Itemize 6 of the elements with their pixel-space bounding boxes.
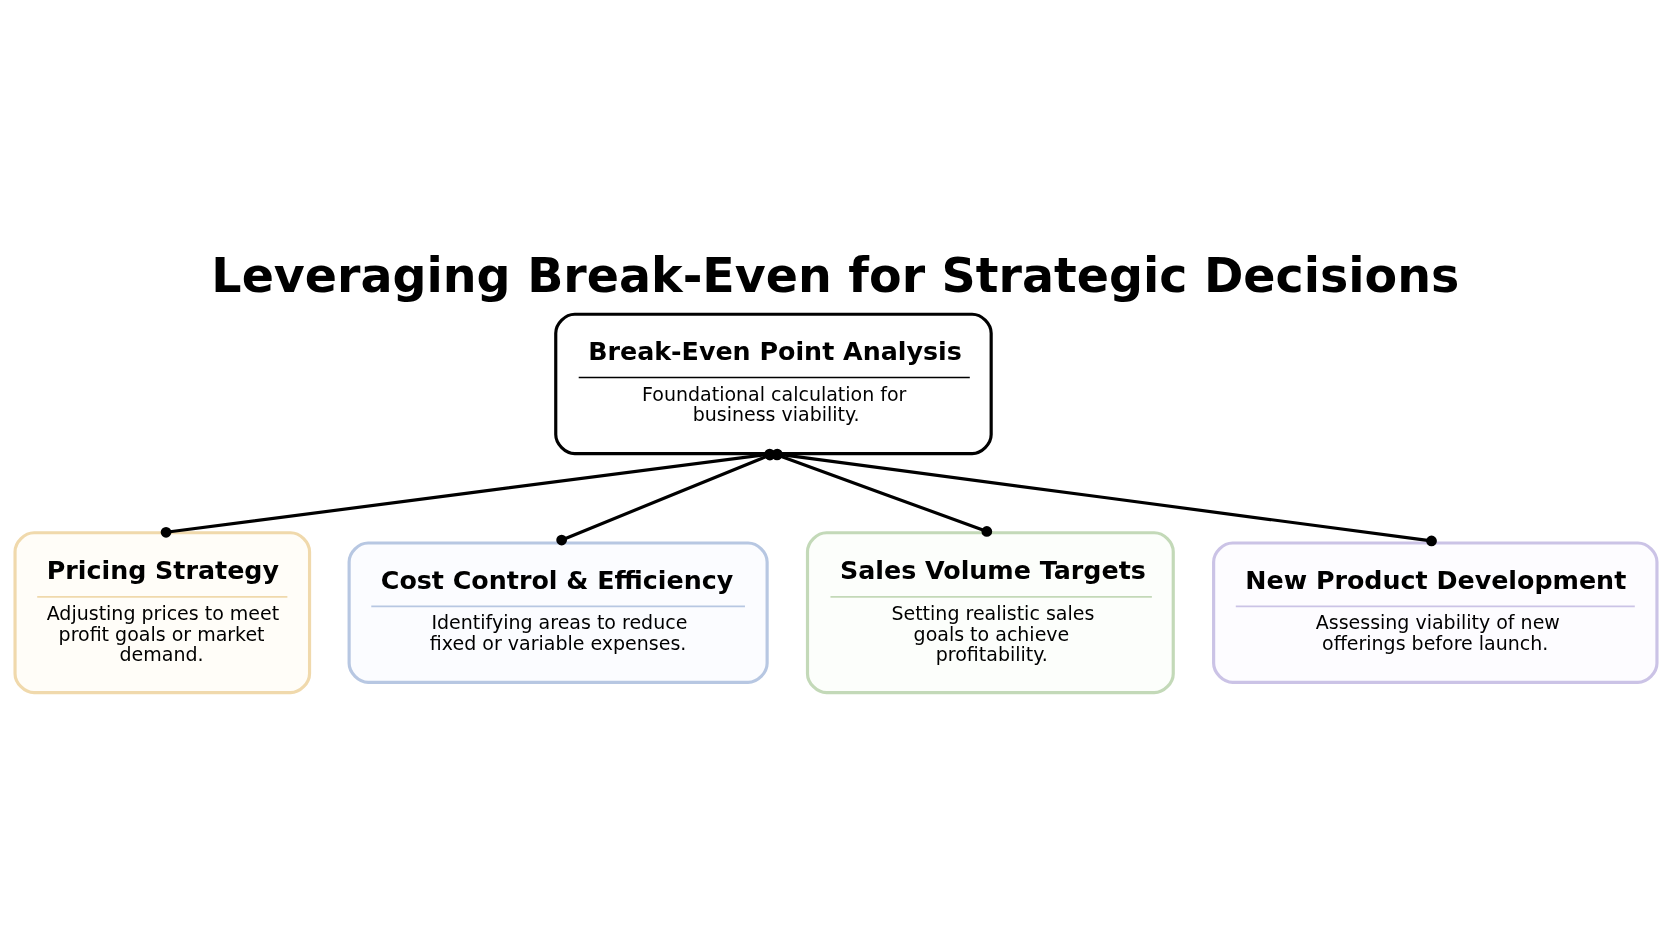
node-box: Sales Volume Targets Setting realistic sales goals to achieve profitability. <box>805 530 1175 694</box>
node-box: Break-Even Point Analysis Foundational calculation for business viability. <box>554 312 993 455</box>
node-box: Cost Control & Efficiency Identifying areas to reduce fixed or variable expenses. <box>347 540 769 684</box>
node-box: Pricing Strategy Adjusting prices to meet profit goals or market demand. <box>13 530 312 694</box>
diagram-title: Leveraging Break-Even for Strategic Decisions <box>211 247 1460 303</box>
node-box: New Product Development Assessing viability of new offerings before launch. <box>1212 540 1659 684</box>
